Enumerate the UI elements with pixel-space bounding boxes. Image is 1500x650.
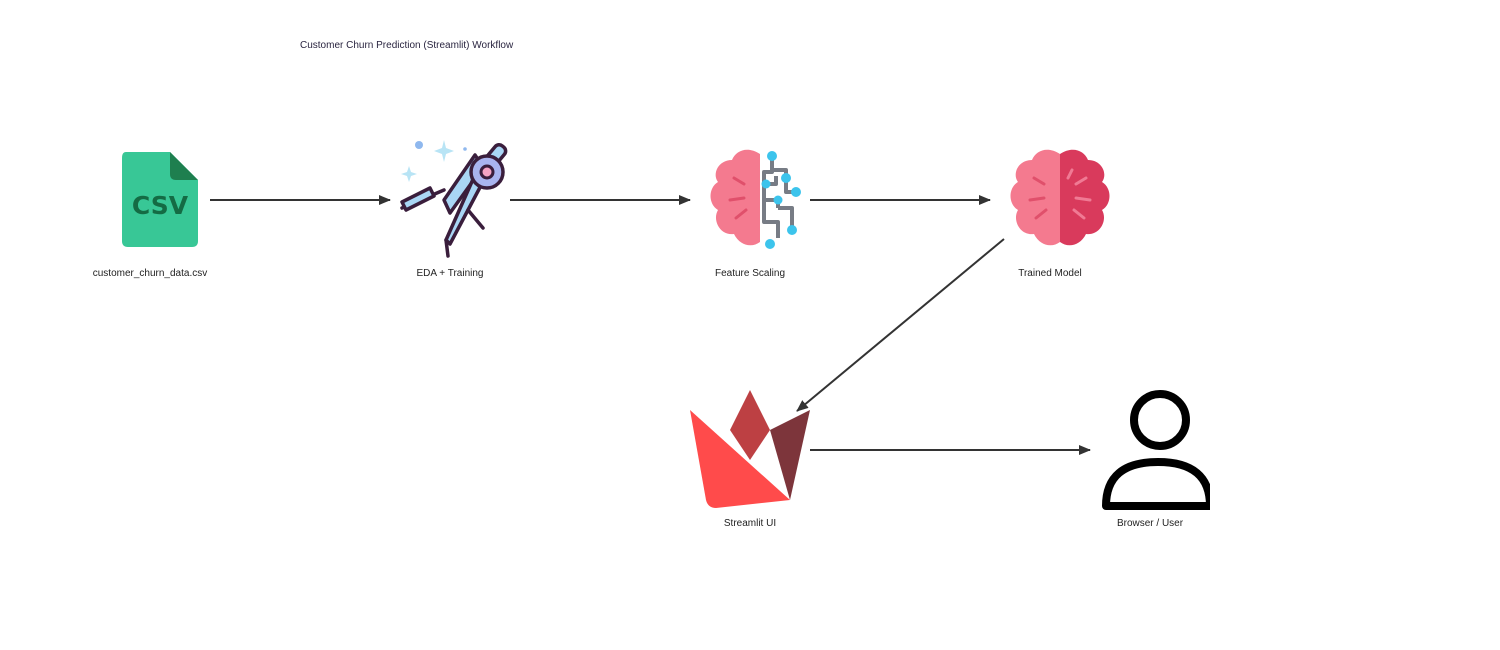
node-label: Trained Model — [1018, 268, 1082, 279]
node-browser-user[interactable]: Browser / User — [1080, 390, 1220, 540]
node-label: customer_churn_data.csv — [92, 268, 208, 279]
brain-icon — [990, 140, 1110, 260]
brain-circuit-icon — [690, 140, 810, 260]
user-icon — [1090, 390, 1210, 510]
node-customer-churn-data[interactable]: CSV customer_churn_data.csv — [80, 140, 220, 290]
node-trained-model[interactable]: Trained Model — [980, 140, 1120, 290]
streamlit-logo-icon — [690, 390, 810, 510]
node-eda-training[interactable]: EDA + Training — [380, 140, 520, 290]
node-label: Feature Scaling — [714, 268, 786, 279]
compass-icon — [390, 140, 510, 260]
node-label: Browser / User — [1116, 518, 1184, 529]
node-feature-scaling[interactable]: Feature Scaling — [680, 140, 820, 290]
node-label: Streamlit UI — [723, 518, 777, 529]
edge-model-to-st — [796, 238, 1005, 412]
csv-file-icon: CSV — [90, 140, 210, 260]
diagram-title: Customer Churn Prediction (Streamlit) Wo… — [300, 40, 514, 51]
node-streamlit-ui[interactable]: Streamlit UI — [680, 390, 820, 540]
node-label: EDA + Training — [416, 268, 484, 279]
csv-icon-text: CSV — [132, 191, 189, 220]
